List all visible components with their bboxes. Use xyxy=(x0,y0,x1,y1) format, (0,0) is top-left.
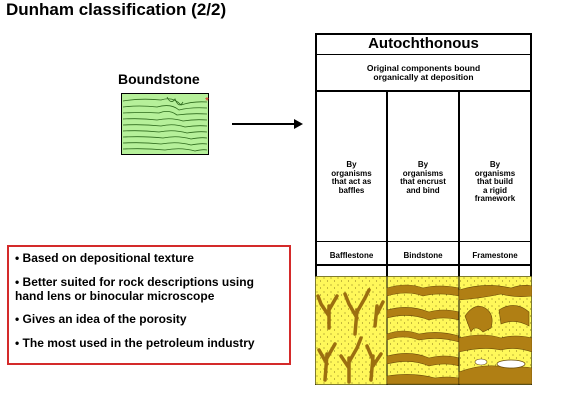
bafflestone-label: Bafflestone xyxy=(329,251,374,260)
key-point: • Gives an idea of the porosity xyxy=(15,312,187,326)
table-header: Autochthonous xyxy=(368,35,479,52)
key-point: • Better suited for rock descriptions us… xyxy=(15,275,254,303)
boundstone-marker: * xyxy=(205,96,209,107)
framestone-illustration xyxy=(458,276,532,385)
table-subheader: Original components bound organically at… xyxy=(366,63,481,82)
bafflestone-description: By organisms that act as baffles xyxy=(331,160,372,195)
key-point: • Based on depositional texture xyxy=(15,251,194,265)
bindstone-description: By organisms that encrust and bind xyxy=(400,160,446,195)
arrow-right-icon xyxy=(232,119,303,129)
bafflestone-illustration xyxy=(315,276,388,385)
framestone-description: By organisms that build a rigid framewor… xyxy=(474,160,516,203)
bindstone-illustration xyxy=(386,276,460,385)
boundstone-label: Boundstone xyxy=(118,71,200,87)
key-points-box: • Based on depositional texture • Better… xyxy=(7,245,291,365)
autochthonous-table: Autochthonous Original components bound … xyxy=(315,33,532,385)
bindstone-label: Bindstone xyxy=(403,251,443,260)
page-title: Dunham classification (2/2) xyxy=(6,0,227,19)
boundstone-sample-illustration xyxy=(121,93,209,155)
framestone-label: Framestone xyxy=(472,251,518,260)
key-point: • The most used in the petroleum industr… xyxy=(15,336,255,350)
texture-illustrations xyxy=(315,276,532,385)
